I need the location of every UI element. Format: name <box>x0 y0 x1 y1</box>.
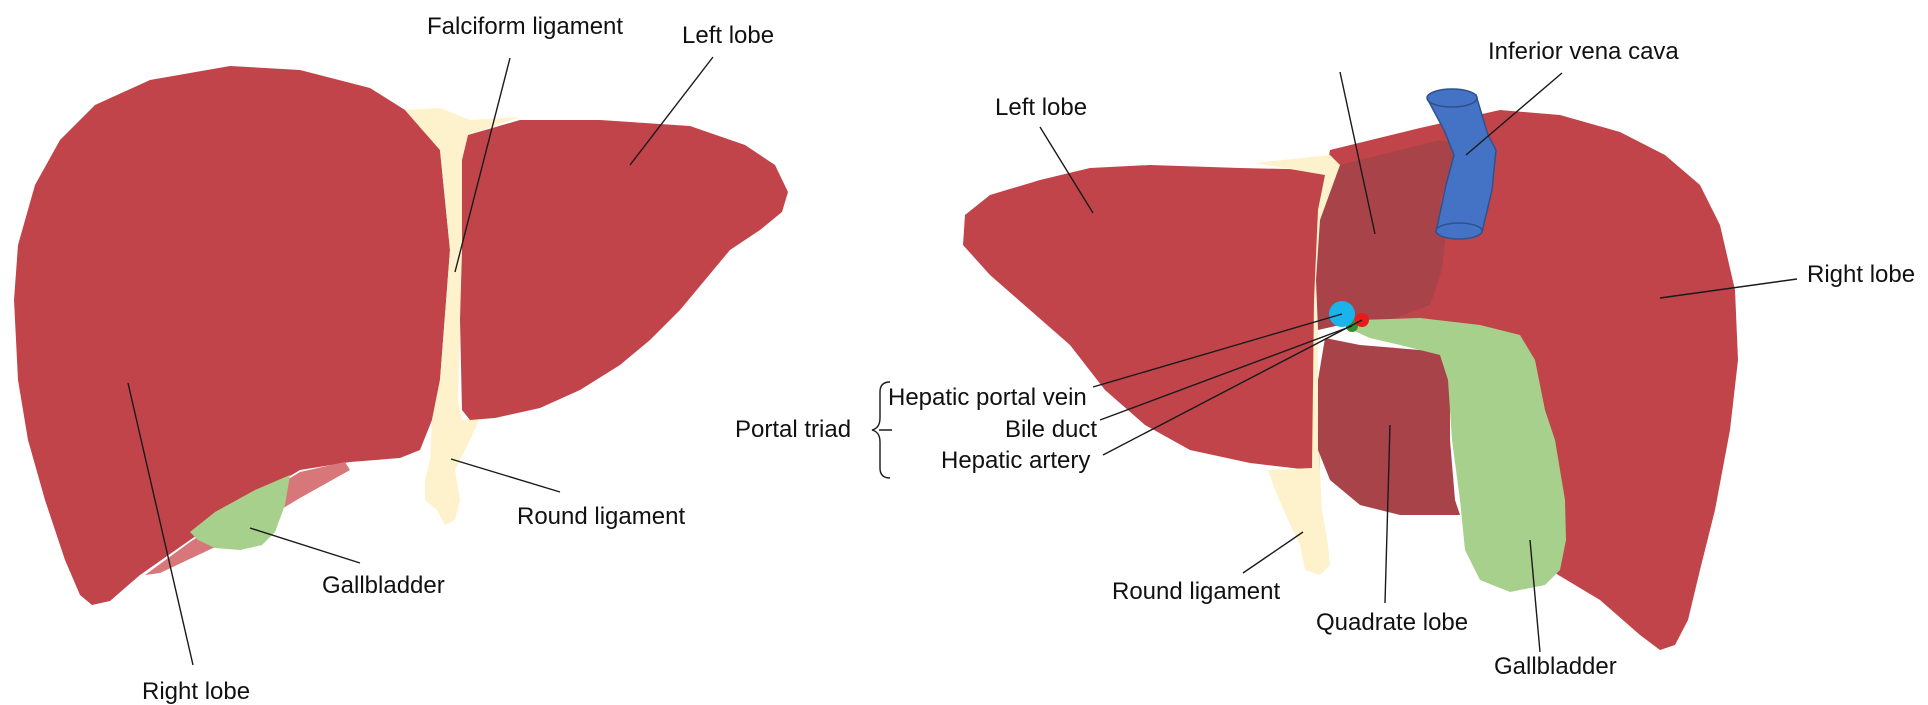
inferior-quadrate-lobe-shape <box>1318 338 1460 515</box>
anterior-view: Falciform ligament Left lobe Round ligam… <box>14 13 788 705</box>
label-hepatic-portal-vein: Hepatic portal vein <box>888 384 1087 411</box>
label-falciform-ligament: Falciform ligament <box>427 13 623 40</box>
label-portal-triad: Portal triad <box>735 416 851 443</box>
label-gallbladder-anterior: Gallbladder <box>322 572 445 599</box>
label-quadrate-lobe: Quadrate lobe <box>1316 609 1468 636</box>
label-left-lobe-anterior: Left lobe <box>682 22 774 49</box>
label-hepatic-artery: Hepatic artery <box>941 447 1090 474</box>
anterior-left-lobe-shape <box>460 120 788 420</box>
label-inferior-vena-cava: Inferior vena cava <box>1488 38 1679 65</box>
label-round-ligament-inferior: Round ligament <box>1112 578 1280 605</box>
label-left-lobe-inferior: Left lobe <box>995 94 1087 121</box>
label-right-lobe-inferior: Right lobe <box>1807 261 1915 288</box>
label-gallbladder-inferior: Gallbladder <box>1494 653 1617 680</box>
label-right-lobe-anterior: Right lobe <box>142 678 250 705</box>
leader-round-ligament-anterior <box>451 459 560 492</box>
leader-round-ligament-inferior <box>1243 532 1303 573</box>
label-round-ligament-anterior: Round ligament <box>517 503 685 530</box>
label-bile-duct: Bile duct <box>1005 416 1097 443</box>
leader-gallbladder-anterior <box>250 528 360 563</box>
inferior-view: Inferior vena cava Left lobe Right lobe … <box>735 38 1915 680</box>
